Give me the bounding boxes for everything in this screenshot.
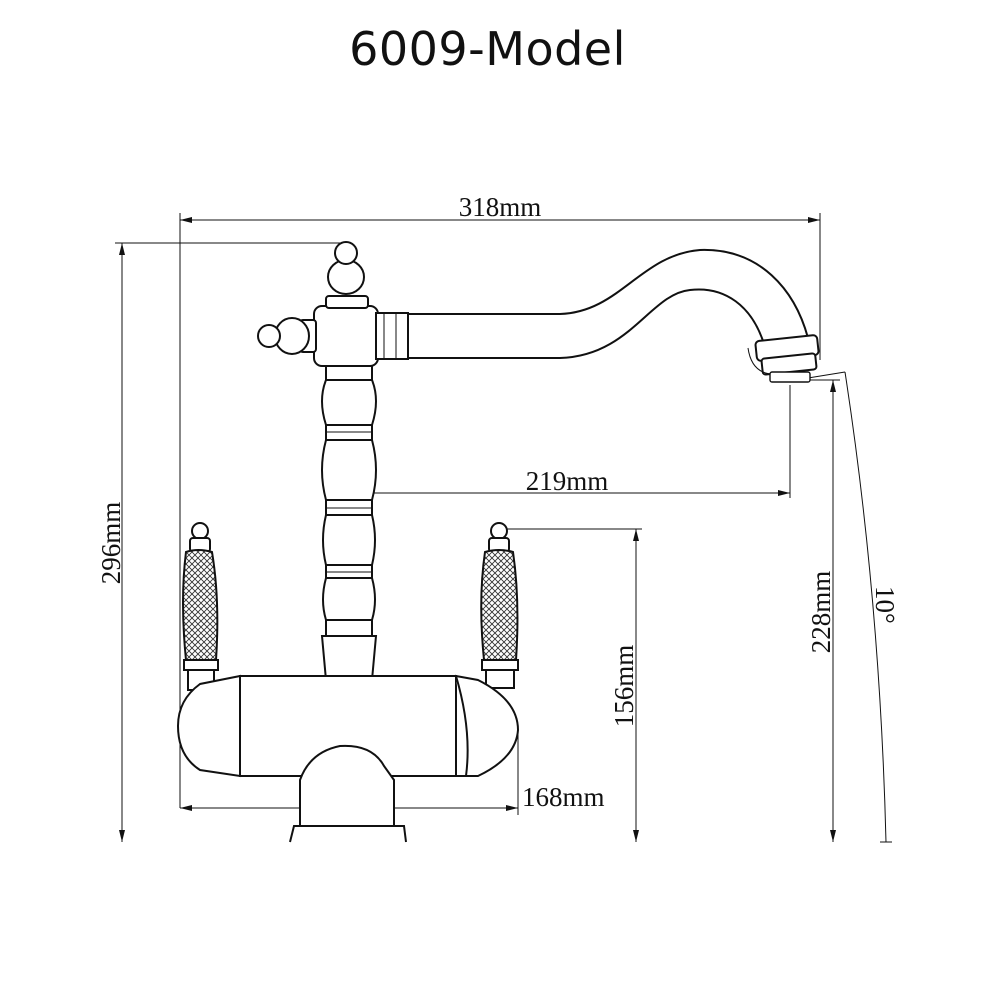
swivel-angle-label: 10° xyxy=(870,586,900,624)
page-title: 6009-Model xyxy=(349,22,626,76)
dimension-handle-height: 156mm xyxy=(500,528,642,842)
overall-height-label: 296mm xyxy=(96,502,126,585)
overall-width-label: 318mm xyxy=(459,192,542,222)
dimension-spout-height: 228mm xyxy=(800,379,840,842)
faucet-column xyxy=(320,365,378,686)
spout-reach-label: 219mm xyxy=(526,466,609,496)
right-handle xyxy=(480,522,519,689)
dimension-overall-height: 296mm xyxy=(96,242,345,842)
handle-height-label: 156mm xyxy=(609,645,639,728)
top-valve-housing xyxy=(257,241,409,367)
dimension-overall-width: 318mm xyxy=(179,192,821,808)
dimension-base-width: 168mm xyxy=(180,730,605,815)
dimension-swivel-angle: 10° xyxy=(807,371,900,843)
spout-height-label: 228mm xyxy=(806,571,836,654)
base-body xyxy=(176,674,520,843)
base-width-label: 168mm xyxy=(522,782,605,812)
left-handle xyxy=(182,522,219,691)
faucet-spout xyxy=(407,248,820,383)
